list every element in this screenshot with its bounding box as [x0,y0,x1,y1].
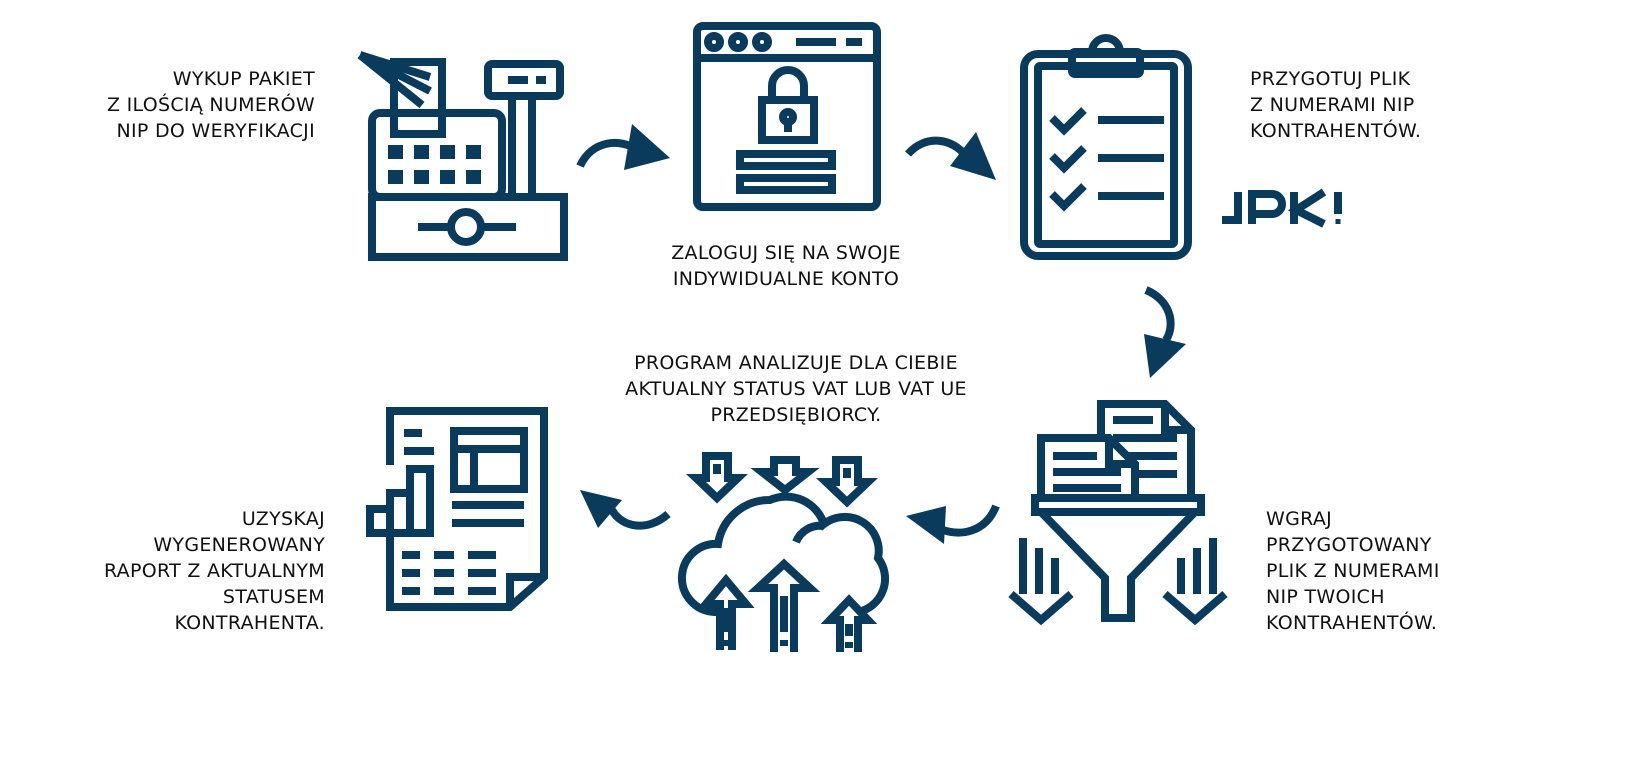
step-4-line-5: KONTRAHENTÓW. [1266,612,1438,634]
step-6-line-5: KONTRAHENTA. [174,612,325,634]
step-3-line-1: PRZYGOTUJ PLIK [1250,68,1411,90]
step-5-label: PROGRAM ANALIZUJE DLA CIEBIE AKTUALNY ST… [586,350,1006,428]
step-2-label: ZALOGUJ SIĘ NA SWOJE INDYWIDUALNE KONTO [636,240,936,292]
arrow-3-icon [1144,286,1186,378]
step-5-line-2: AKTUALNY STATUS VAT LUB VAT UE [625,378,967,400]
jpk-logo [1222,188,1342,228]
step-4-line-3: PLIK Z NUMERAMI [1266,560,1440,582]
step-5-line-1: PROGRAM ANALIZUJE DLA CIEBIE [634,352,958,374]
step-1-label: WYKUP PAKIET Z ILOŚCIĄ NUMERÓW NIP DO WE… [107,66,315,144]
step-6-line-1: UZYSKAJ [241,508,325,530]
step-1-line-3: NIP DO WERYFIKACJI [116,120,315,142]
step-2-line-1: ZALOGUJ SIĘ NA SWOJE [671,242,901,264]
clipboard-checklist-icon [1020,34,1192,260]
step-6-line-4: STATUSEM [222,586,325,608]
step-6-line-2: WYGENEROWANY [153,534,325,556]
step-5-line-3: PRZEDSIĘBIORCY. [710,404,882,426]
step-1-line-1: WYKUP PAKIET [172,68,315,90]
report-document-icon [366,407,548,611]
arrow-5-icon [580,490,671,530]
step-1-line-2: Z ILOŚCIĄ NUMERÓW [106,94,315,116]
arrow-2-icon [905,132,996,180]
cash-register-icon [357,51,568,261]
step-3-line-2: Z NUMERAMI NIP [1250,94,1415,116]
step-2-line-2: INDYWIDUALNE KONTO [672,268,900,290]
step-4-label: WGRAJ PRZYGOTOWANY PLIK Z NUMERAMI NIP T… [1266,506,1440,636]
step-6-line-3: RAPORT Z AKTUALNYM [103,560,325,582]
secure-login-browser-icon [693,22,881,211]
file-funnel-upload-icon [1008,400,1228,626]
step-6-label: UZYSKAJ WYGENEROWANY RAPORT Z AKTUALNYM … [104,506,325,636]
cloud-analysis-icon [677,452,890,652]
arrow-4-icon [906,504,1000,544]
arrow-1-icon [576,124,670,170]
step-4-line-1: WGRAJ [1266,508,1333,530]
step-3-line-3: KONTRAHENTÓW. [1250,120,1422,142]
step-3-label: PRZYGOTUJ PLIK Z NUMERAMI NIP KONTRAHENT… [1250,66,1421,144]
step-4-line-4: NIP TWOICH [1266,586,1385,608]
step-4-line-2: PRZYGOTOWANY [1266,534,1432,556]
